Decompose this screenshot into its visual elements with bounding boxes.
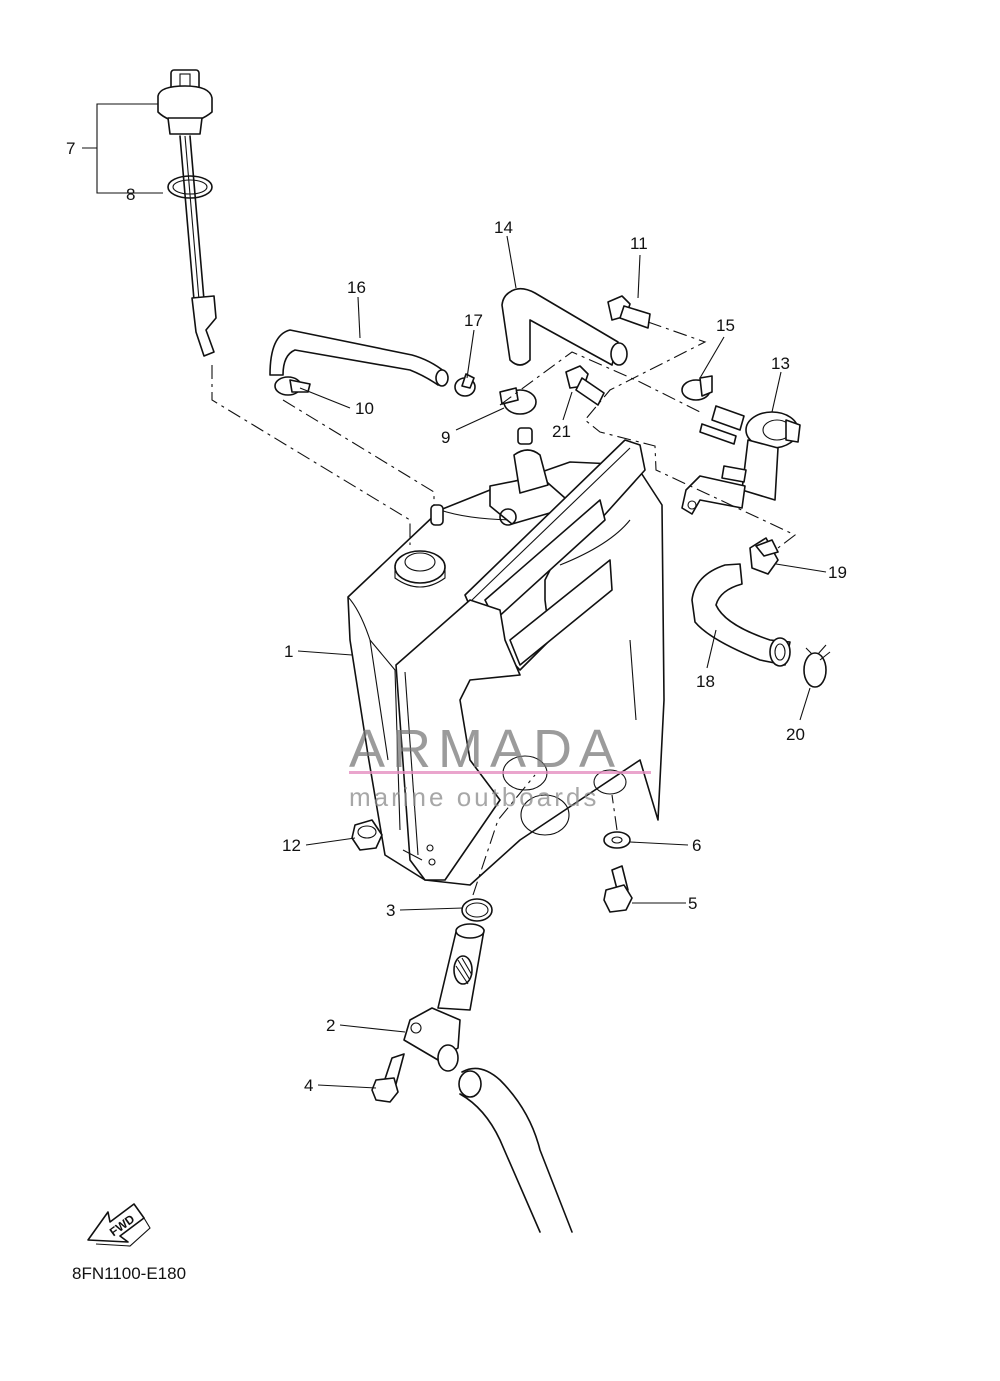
- plug-20: [803, 644, 831, 688]
- clamp-15: [681, 375, 713, 401]
- oring-3: [461, 898, 493, 922]
- callouts: 1 2 3 4 5 6 7 8 9 10 11 12 13 14 15 16 1…: [66, 139, 847, 1095]
- hose-14: [501, 287, 628, 366]
- leader-7: [82, 103, 163, 194]
- watermark-tagline: marine outboards: [349, 782, 599, 812]
- callout-21: 21: [552, 422, 571, 441]
- dash-hose-top: [499, 351, 701, 413]
- watermark-text: ARMADA marine outboards: [349, 719, 651, 812]
- watermark-brand: ARMADA: [349, 719, 622, 779]
- callout-3: 3: [386, 901, 395, 920]
- callout-8: 8: [126, 185, 135, 204]
- bolt-5: [603, 865, 633, 913]
- callout-11: 11: [630, 234, 648, 253]
- hose-16: [269, 329, 449, 387]
- callout-5: 5: [688, 894, 697, 913]
- clamp-19: [749, 537, 779, 575]
- bolt-4: [371, 1053, 405, 1103]
- leaders: [297, 235, 827, 1089]
- callout-10: 10: [355, 399, 374, 418]
- clamp-9: [499, 387, 537, 415]
- dash-dipstick: [211, 365, 411, 545]
- fwd-arrow-icon: FWD: [87, 1203, 151, 1247]
- dash-strainer: [472, 774, 536, 896]
- watermark-underline: [349, 771, 651, 774]
- dash-drain: [611, 794, 618, 831]
- callout-18: 18: [696, 672, 715, 691]
- washer-6: [603, 831, 631, 849]
- callout-2: 2: [326, 1016, 335, 1035]
- callout-13: 13: [771, 354, 790, 373]
- bolt-21: [565, 365, 605, 406]
- hose-18: [691, 563, 791, 667]
- callout-6: 6: [692, 836, 701, 855]
- diagram-code: 8FN1100-E180: [72, 1264, 187, 1283]
- valve-13: [681, 405, 801, 515]
- callout-20: 20: [786, 725, 805, 744]
- clamp-17: [454, 373, 476, 397]
- oil-level-gauge: [157, 69, 217, 357]
- strainer-2: [403, 923, 485, 1072]
- callout-7: 7: [66, 139, 75, 158]
- callout-4: 4: [304, 1076, 313, 1095]
- dash-14-valve: [584, 321, 797, 549]
- callout-16: 16: [347, 278, 366, 297]
- callout-12: 12: [282, 836, 301, 855]
- callout-17: 17: [464, 311, 483, 330]
- clamp-10: [274, 376, 311, 396]
- hose-lower: [458, 1067, 573, 1233]
- callout-19: 19: [828, 563, 847, 582]
- oil-tank: [347, 427, 665, 886]
- dash-10-tank: [282, 399, 435, 505]
- callout-14: 14: [494, 218, 513, 237]
- grommet-12: [351, 819, 383, 851]
- callout-9: 9: [441, 428, 450, 447]
- callout-1: 1: [284, 642, 293, 661]
- bolt-11: [607, 295, 651, 329]
- callout-15: 15: [716, 316, 735, 335]
